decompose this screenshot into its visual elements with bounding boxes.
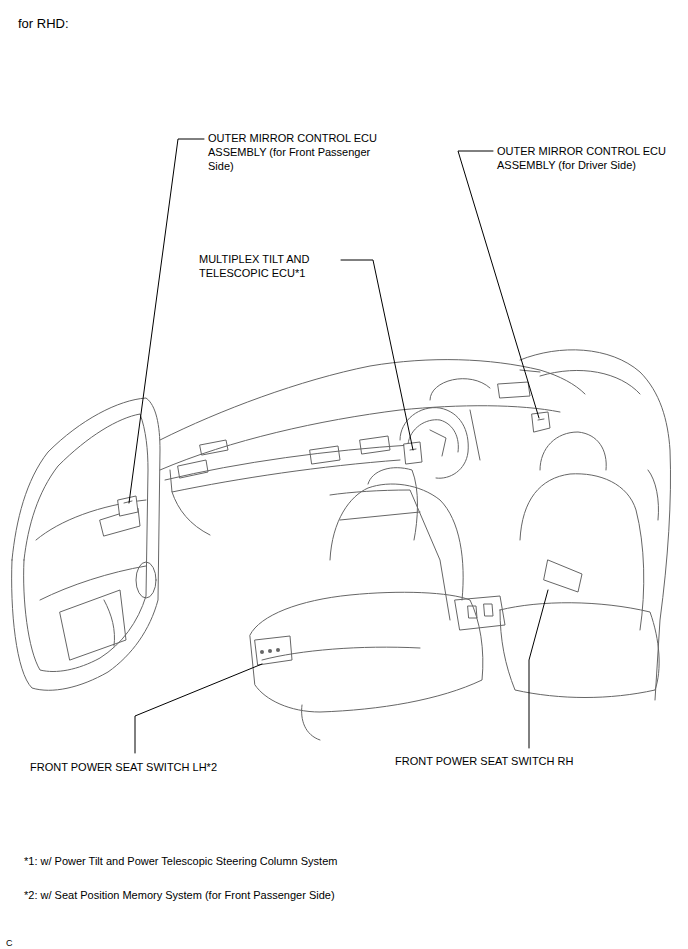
page-title: for RHD: (18, 16, 69, 32)
image-code: C (6, 936, 13, 949)
part-label: MULTIPLEX TILT AND TELESCOPIC ECU*1 (199, 252, 339, 280)
part-label: FRONT POWER SEAT SWITCH RH (395, 754, 573, 768)
part-label: OUTER MIRROR CONTROL ECU ASSEMBLY (for F… (208, 131, 378, 173)
footnote: *2: w/ Seat Position Memory System (for … (24, 888, 335, 902)
part-label: FRONT POWER SEAT SWITCH LH*2 (30, 760, 217, 774)
footnote: *1: w/ Power Tilt and Power Telescopic S… (24, 854, 337, 868)
part-label: OUTER MIRROR CONTROL ECU ASSEMBLY (for D… (497, 144, 673, 172)
